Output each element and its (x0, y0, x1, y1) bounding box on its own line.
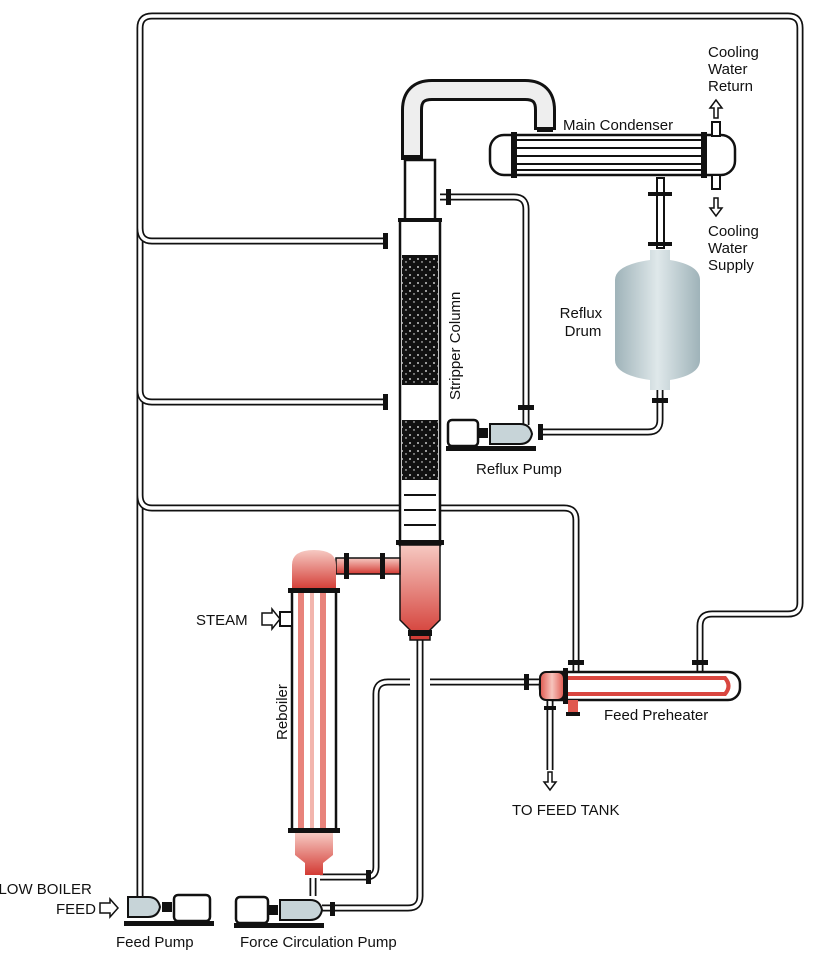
feed-preheater (538, 668, 742, 716)
cooling-water-return-label: Cooling Water Return (708, 44, 763, 95)
force-circulation-pump (234, 895, 324, 928)
arrow-down-icon (708, 197, 724, 218)
feed-branch-upper-pipe (136, 227, 385, 245)
to-feed-tank-label: TO FEED TANK (512, 802, 620, 819)
arrow-down-icon (542, 771, 558, 792)
low-boiler-feed-label: LOW BOILER FEED (0, 881, 96, 918)
feed-branch-lower-pipe (136, 494, 580, 672)
stripper-column-label: Stripper Column (447, 292, 464, 400)
steam-label: STEAM (196, 612, 248, 629)
feed-preheater-label: Feed Preheater (604, 707, 708, 724)
outer-feed-loop-pipe (136, 12, 804, 905)
main-condenser-label: Main Condenser (563, 117, 673, 134)
arrow-up-icon (708, 98, 724, 119)
pipe-flanges (330, 127, 708, 916)
column-bottoms-pipe (322, 640, 424, 912)
feed-pump (99, 893, 214, 926)
bottoms-to-preheater-pipe (320, 678, 540, 881)
feed-branch-middle-pipe (136, 389, 385, 406)
force-circulation-pump-label: Force Circulation Pump (240, 934, 397, 951)
reflux-drum-label: Reflux Drum (560, 305, 607, 340)
feed-pump-label: Feed Pump (116, 934, 194, 951)
stripper-column (396, 158, 444, 641)
reflux-return-pipe (440, 193, 530, 425)
condensate-pipe (656, 177, 665, 249)
steam-arrow-icon (261, 606, 281, 632)
vapor-overhead-pipe (401, 79, 556, 160)
main-condenser (488, 98, 737, 218)
reflux-drum (615, 250, 700, 390)
reflux-pump (446, 418, 536, 451)
cooling-water-supply-label: Cooling Water Supply (708, 223, 763, 274)
reflux-pump-label: Reflux Pump (476, 461, 562, 478)
reboiler (261, 550, 401, 875)
reboiler-label: Reboiler (274, 684, 291, 740)
feed-arrow-icon (99, 897, 120, 919)
piping (136, 12, 804, 916)
drum-outlet-pipe (540, 390, 664, 436)
